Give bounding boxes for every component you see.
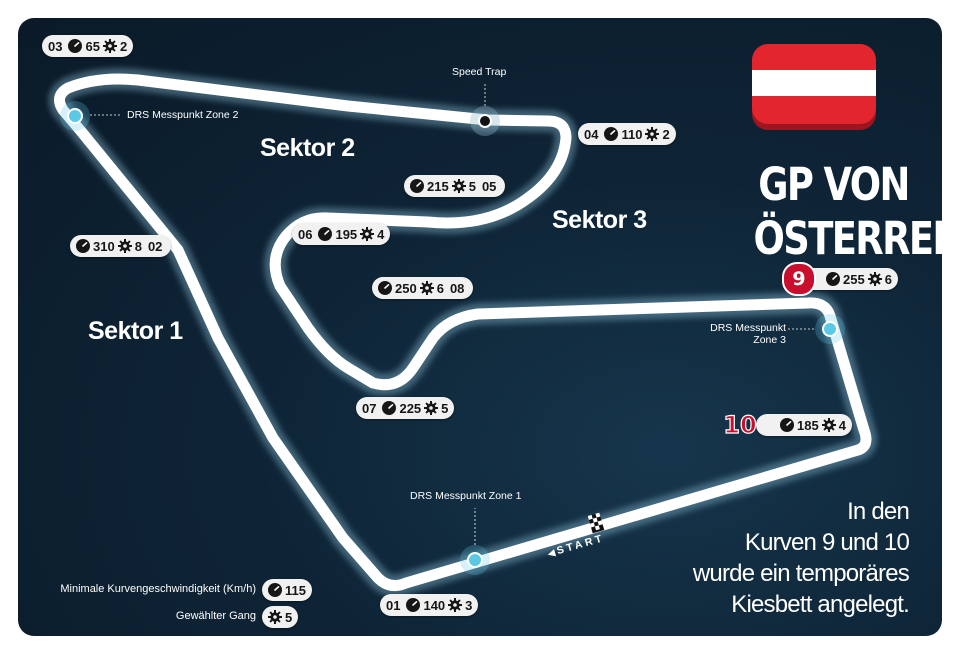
turn-number: 06 bbox=[298, 226, 313, 242]
turn-10-badge: 10 bbox=[723, 410, 758, 439]
gear-icon bbox=[867, 272, 882, 286]
track-layout bbox=[48, 68, 877, 597]
start-finish-line bbox=[587, 512, 605, 534]
speedometer-icon bbox=[406, 598, 421, 612]
austria-flag-icon bbox=[752, 44, 876, 130]
turn-number: 01 bbox=[386, 597, 401, 613]
turn-08-pill: 250 6 08 bbox=[372, 277, 474, 299]
turn-gear: 3 bbox=[465, 597, 473, 613]
gear-icon bbox=[424, 401, 439, 415]
turn-07-pill: 07 225 5 bbox=[356, 397, 455, 419]
legend-gear-value: 5 bbox=[285, 609, 293, 625]
turn-gear: 5 bbox=[468, 178, 476, 194]
speedometer-icon bbox=[604, 127, 619, 141]
drs-zone2-label: DRS Messpunkt Zone 2 bbox=[127, 109, 239, 121]
note-line-3: wurde ein temporäres bbox=[692, 560, 910, 587]
turn-speed: 185 bbox=[797, 417, 819, 433]
circuit-map-card: GP VON ÖSTERREICH In den Kurven 9 und 10… bbox=[18, 18, 942, 636]
gear-icon bbox=[419, 281, 434, 295]
turn-speed: 225 bbox=[399, 400, 422, 416]
turn-speed: 255 bbox=[843, 271, 865, 287]
speedometer-icon bbox=[378, 281, 392, 295]
legend-speed-pill: 115 bbox=[262, 579, 312, 601]
drs-marker-zone2 bbox=[60, 101, 90, 131]
drs-zone3-line2: Zone 3 bbox=[753, 334, 786, 346]
legend-speed-value: 115 bbox=[285, 582, 306, 598]
leader-lines bbox=[90, 114, 815, 545]
gear-icon bbox=[360, 227, 375, 241]
turn-number: 03 bbox=[48, 38, 63, 54]
turn-speed: 65 bbox=[85, 38, 100, 54]
legend-gear-label: Gewählter Gang bbox=[175, 610, 256, 622]
drs-marker-zone1 bbox=[460, 545, 490, 575]
turn-02-pill: 310 8 02 bbox=[70, 235, 172, 257]
turn-speed: 195 bbox=[335, 226, 358, 242]
drs-zone1-label: DRS Messpunkt Zone 1 bbox=[410, 490, 522, 502]
turn-09-pill: 255 6 bbox=[802, 268, 898, 290]
gravel-note: In den Kurven 9 und 10 wurde ein temporä… bbox=[609, 496, 910, 620]
gear-icon bbox=[448, 598, 463, 612]
speedometer-icon bbox=[780, 418, 794, 432]
turn-01-pill: 01 140 3 bbox=[380, 594, 479, 616]
turn-number: 07 bbox=[362, 400, 377, 416]
legend-gear-pill: 5 bbox=[262, 606, 299, 628]
turn-number: 05 bbox=[481, 178, 497, 194]
drs-marker-zone3 bbox=[815, 314, 845, 344]
note-line-4: Kiesbett angelegt. bbox=[731, 591, 910, 618]
speedometer-icon bbox=[68, 39, 83, 53]
turn-gear: 6 bbox=[884, 271, 892, 287]
gear-icon bbox=[117, 239, 132, 253]
gear-icon bbox=[451, 179, 466, 193]
sector-2-label: Sektor 2 bbox=[260, 134, 355, 162]
speed-trap-marker bbox=[470, 82, 500, 136]
legend-speed-label: Minimale Kurvengeschwindigkeit (Km/h) bbox=[60, 583, 256, 595]
note-line-2: Kurven 9 und 10 bbox=[744, 529, 910, 556]
turn-speed: 310 bbox=[93, 238, 115, 254]
turn-gear: 5 bbox=[441, 400, 449, 416]
page-title: GP VON ÖSTERREICH bbox=[753, 158, 942, 266]
turn-04-pill: 04 110 2 bbox=[578, 123, 676, 145]
turn-03-pill: 03 65 2 bbox=[42, 35, 134, 57]
gear-icon bbox=[102, 39, 117, 53]
speedometer-icon bbox=[826, 272, 840, 286]
speedometer-icon bbox=[382, 401, 397, 415]
title-line-1: GP VON bbox=[758, 158, 910, 211]
turn-gear: 6 bbox=[436, 280, 444, 296]
turn-gear: 2 bbox=[119, 38, 128, 54]
title-line-2: ÖSTERREICH bbox=[753, 212, 942, 265]
speedometer-icon bbox=[268, 583, 282, 597]
turn-gear: 4 bbox=[838, 417, 846, 433]
gear-icon bbox=[821, 418, 836, 432]
turn-10-pill: 185 4 bbox=[756, 414, 852, 436]
sector-1-label: Sektor 1 bbox=[88, 317, 183, 345]
turn-06-pill: 06 195 4 bbox=[292, 223, 391, 245]
speedometer-icon bbox=[410, 179, 424, 193]
turn-gear: 8 bbox=[134, 238, 142, 254]
sector-3-label: Sektor 3 bbox=[552, 206, 647, 234]
speedometer-icon bbox=[76, 239, 90, 253]
turn-number: 04 bbox=[584, 126, 599, 142]
turn-speed: 215 bbox=[427, 178, 449, 194]
drs-zone3-label: DRS Messpunkt Zone 3 bbox=[692, 322, 786, 346]
turn-gear: 2 bbox=[662, 126, 670, 142]
turn-9-badge: 9 bbox=[782, 262, 816, 296]
speedometer-icon bbox=[318, 227, 333, 241]
drs-zone3-line1: DRS Messpunkt bbox=[710, 322, 786, 334]
turn-speed: 250 bbox=[395, 280, 417, 296]
turn-05-pill: 215 5 05 bbox=[404, 175, 506, 197]
speed-trap-label: Speed Trap bbox=[452, 66, 507, 78]
gear-icon bbox=[268, 610, 282, 624]
turn-number: 08 bbox=[449, 280, 465, 296]
note-line-1: In den bbox=[847, 498, 910, 525]
turn-speed: 110 bbox=[621, 126, 643, 142]
turn-number: 02 bbox=[147, 238, 163, 254]
track-line bbox=[54, 73, 872, 592]
turn-speed: 140 bbox=[423, 597, 446, 613]
gear-icon bbox=[645, 127, 660, 141]
turn-gear: 4 bbox=[377, 226, 385, 242]
